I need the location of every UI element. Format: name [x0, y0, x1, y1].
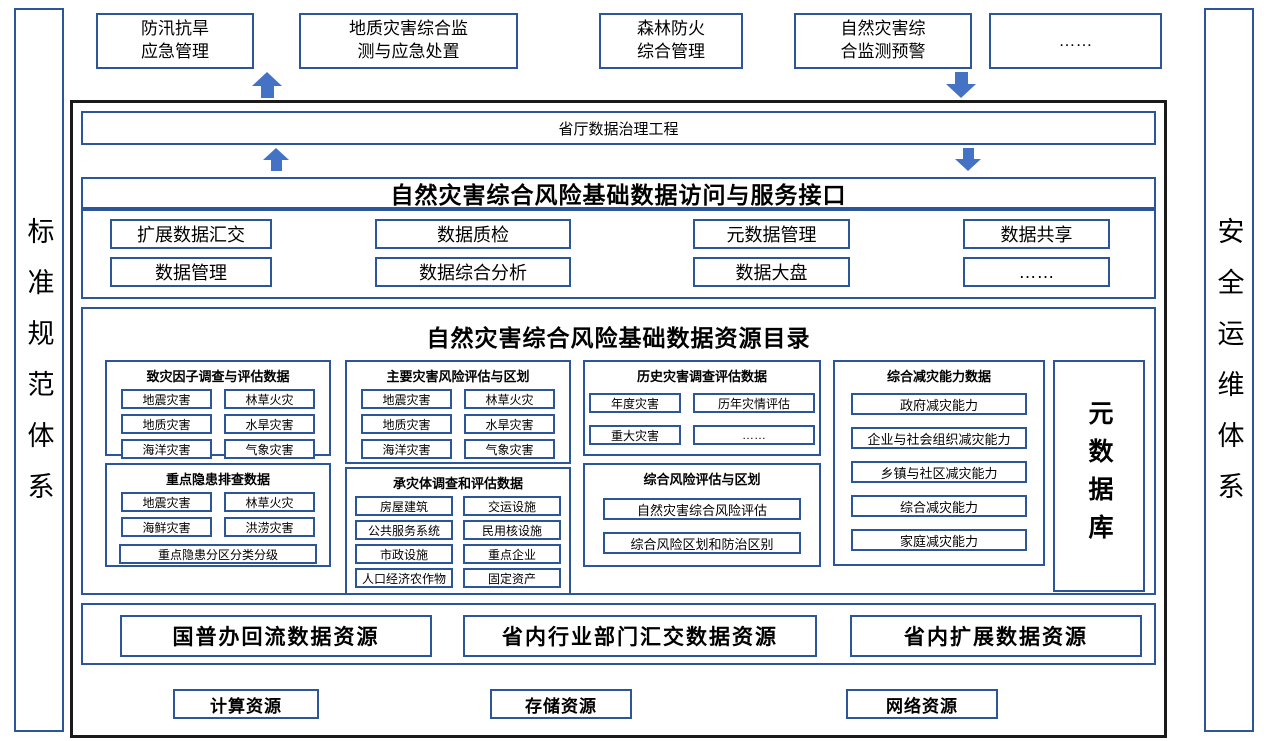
data-item-box: 洪涝灾害	[224, 517, 315, 537]
data-item-box: 房屋建筑	[355, 496, 453, 516]
standards-system-bar: 标准规范体系	[14, 8, 64, 732]
data-item-box: 地质灾害	[361, 414, 452, 434]
security-ops-bar: 安全运维体系	[1204, 8, 1254, 732]
metadata-db-box: 元数据库	[1053, 360, 1145, 592]
data-item-box: 人口经济农作物	[355, 568, 453, 588]
data-item-box: 家庭减灾能力	[851, 529, 1027, 551]
data-item-box: 固定资产	[463, 568, 561, 588]
source-box-provincial-submission: 省内行业部门汇交数据资源	[463, 615, 817, 657]
data-item-box: ……	[693, 425, 815, 445]
service-box-data-mgmt: 数据管理	[110, 257, 272, 287]
service-panel: 扩展数据汇交 数据质检 元数据管理 数据共享 数据管理 数据综合分析 数据大盘 …	[81, 209, 1156, 299]
group-comprehensive-risk: 综合风险评估与区划 自然灾害综合风险评估 综合风险区划和防治区别	[583, 463, 821, 567]
metadata-db-label: 元数据库	[1085, 400, 1113, 552]
data-item-box: 重点企业	[463, 544, 561, 564]
data-item-box: 乡镇与社区减灾能力	[851, 461, 1027, 483]
app-label: 森林防火 综合管理	[637, 19, 705, 61]
data-item-box: 交运设施	[463, 496, 561, 516]
group-title: 重点隐患排查数据	[165, 472, 270, 487]
data-item-box: 林草火灾	[224, 492, 315, 512]
data-item-box: 海洋灾害	[121, 439, 212, 459]
data-item-box: 市政设施	[355, 544, 453, 564]
resource-box-compute: 计算资源	[173, 689, 319, 719]
security-ops-label: 安全运维体系	[1213, 217, 1244, 523]
app-label: 防汛抗旱 应急管理	[141, 19, 209, 61]
group-history: 历史灾害调查评估数据 年度灾害 历年灾情评估 重大灾害 ……	[583, 360, 821, 456]
service-box-dashboard: 数据大盘	[693, 257, 850, 287]
data-catalog-panel: 自然灾害综合风险基础数据资源目录 致灾因子调查与评估数据 地震灾害 林草火灾 地…	[81, 307, 1156, 595]
group-hidden-danger: 重点隐患排查数据 地震灾害 林草火灾 海鲜灾害 洪涝灾害 重点隐患分区分类分级	[105, 463, 331, 567]
service-box-analysis: 数据综合分析	[375, 257, 571, 287]
group-title: 承灾体调查和评估数据	[392, 476, 523, 491]
service-box-data-quality: 数据质检	[375, 219, 571, 249]
data-item-box: 地震灾害	[361, 389, 452, 409]
data-item-box: 历年灾情评估	[693, 393, 815, 413]
data-item-box: 重大灾害	[589, 425, 681, 445]
down-arrow-icon	[953, 148, 983, 171]
data-item-box: 地质灾害	[121, 414, 212, 434]
group-title: 历史灾害调查评估数据	[636, 369, 767, 384]
data-item-box: 企业与社会组织减灾能力	[851, 427, 1027, 449]
service-box-data-sharing: 数据共享	[963, 219, 1110, 249]
data-item-box: 地震灾害	[121, 389, 212, 409]
data-item-box: 综合减灾能力	[851, 495, 1027, 517]
app-box-forest-fire: 森林防火 综合管理	[599, 13, 743, 69]
standards-system-label: 标准规范体系	[23, 217, 54, 523]
data-item-box: 地震灾害	[121, 492, 212, 512]
group-reduction-capability: 综合减灾能力数据 政府减灾能力 企业与社会组织减灾能力 乡镇与社区减灾能力 综合…	[833, 360, 1045, 566]
resource-box-storage: 存储资源	[490, 689, 632, 719]
app-label: ……	[1058, 30, 1093, 50]
up-arrow-icon	[252, 72, 282, 98]
group-title: 致灾因子调查与评估数据	[146, 369, 290, 384]
data-item-box: 海鲜灾害	[121, 517, 212, 537]
down-arrow-icon	[946, 72, 976, 98]
data-item-box: 年度灾害	[589, 393, 681, 413]
group-hazard-factors: 致灾因子调查与评估数据 地震灾害 林草火灾 地质灾害 水旱灾害 海洋灾害 气象灾…	[105, 360, 331, 459]
group-bearing-body: 承灾体调查和评估数据 房屋建筑 交运设施 公共服务系统 民用核设施 市政设施 重…	[345, 467, 571, 595]
service-box-extended-submission: 扩展数据汇交	[110, 219, 272, 249]
group-title: 主要灾害风险评估与区划	[386, 369, 530, 384]
data-item-box: 政府减灾能力	[851, 393, 1027, 415]
data-item-box: 民用核设施	[463, 520, 561, 540]
catalog-title: 自然灾害综合风险基础数据资源目录	[426, 325, 811, 351]
governance-bar: 省厅数据治理工程	[81, 111, 1156, 145]
resource-box-network: 网络资源	[846, 689, 998, 719]
app-box-geological: 地质灾害综合监 测与应急处置	[299, 13, 518, 69]
service-box-more: ……	[963, 257, 1110, 287]
data-item-box: 重点隐患分区分类分级	[119, 544, 317, 564]
app-label: 自然灾害综 合监测预警	[840, 19, 926, 61]
main-platform-panel: 省厅数据治理工程 自然灾害综合风险基础数据访问与服务接口 扩展数据汇交 数据质检…	[70, 100, 1167, 738]
app-box-monitor-warning: 自然灾害综 合监测预警	[794, 13, 972, 69]
service-box-metadata-mgmt: 元数据管理	[693, 219, 850, 249]
group-major-risk: 主要灾害风险评估与区划 地震灾害 林草火灾 地质灾害 水旱灾害 海洋灾害 气象灾…	[345, 360, 571, 464]
source-box-national-backflow: 国普办回流数据资源	[120, 615, 432, 657]
data-item-box: 海洋灾害	[361, 439, 452, 459]
data-item-box: 气象灾害	[224, 439, 315, 459]
data-sources-panel: 国普办回流数据资源 省内行业部门汇交数据资源 省内扩展数据资源	[81, 603, 1156, 665]
data-item-box: 林草火灾	[224, 389, 315, 409]
data-item-box: 自然灾害综合风险评估	[603, 498, 801, 520]
data-item-box: 林草火灾	[464, 389, 555, 409]
data-item-box: 公共服务系统	[355, 520, 453, 540]
up-arrow-icon	[261, 148, 291, 171]
data-item-box: 水旱灾害	[224, 414, 315, 434]
data-item-box: 水旱灾害	[464, 414, 555, 434]
data-item-box: 气象灾害	[464, 439, 555, 459]
service-interface-header: 自然灾害综合风险基础数据访问与服务接口	[81, 177, 1156, 209]
group-title: 综合减灾能力数据	[886, 369, 991, 384]
app-box-more: ……	[989, 13, 1162, 69]
group-title: 综合风险评估与区划	[643, 472, 761, 487]
app-label: 地质灾害综合监 测与应急处置	[349, 19, 468, 61]
data-item-box: 综合风险区划和防治区别	[603, 532, 801, 554]
source-box-provincial-extended: 省内扩展数据资源	[850, 615, 1142, 657]
app-box-flood-drought: 防汛抗旱 应急管理	[96, 13, 254, 69]
